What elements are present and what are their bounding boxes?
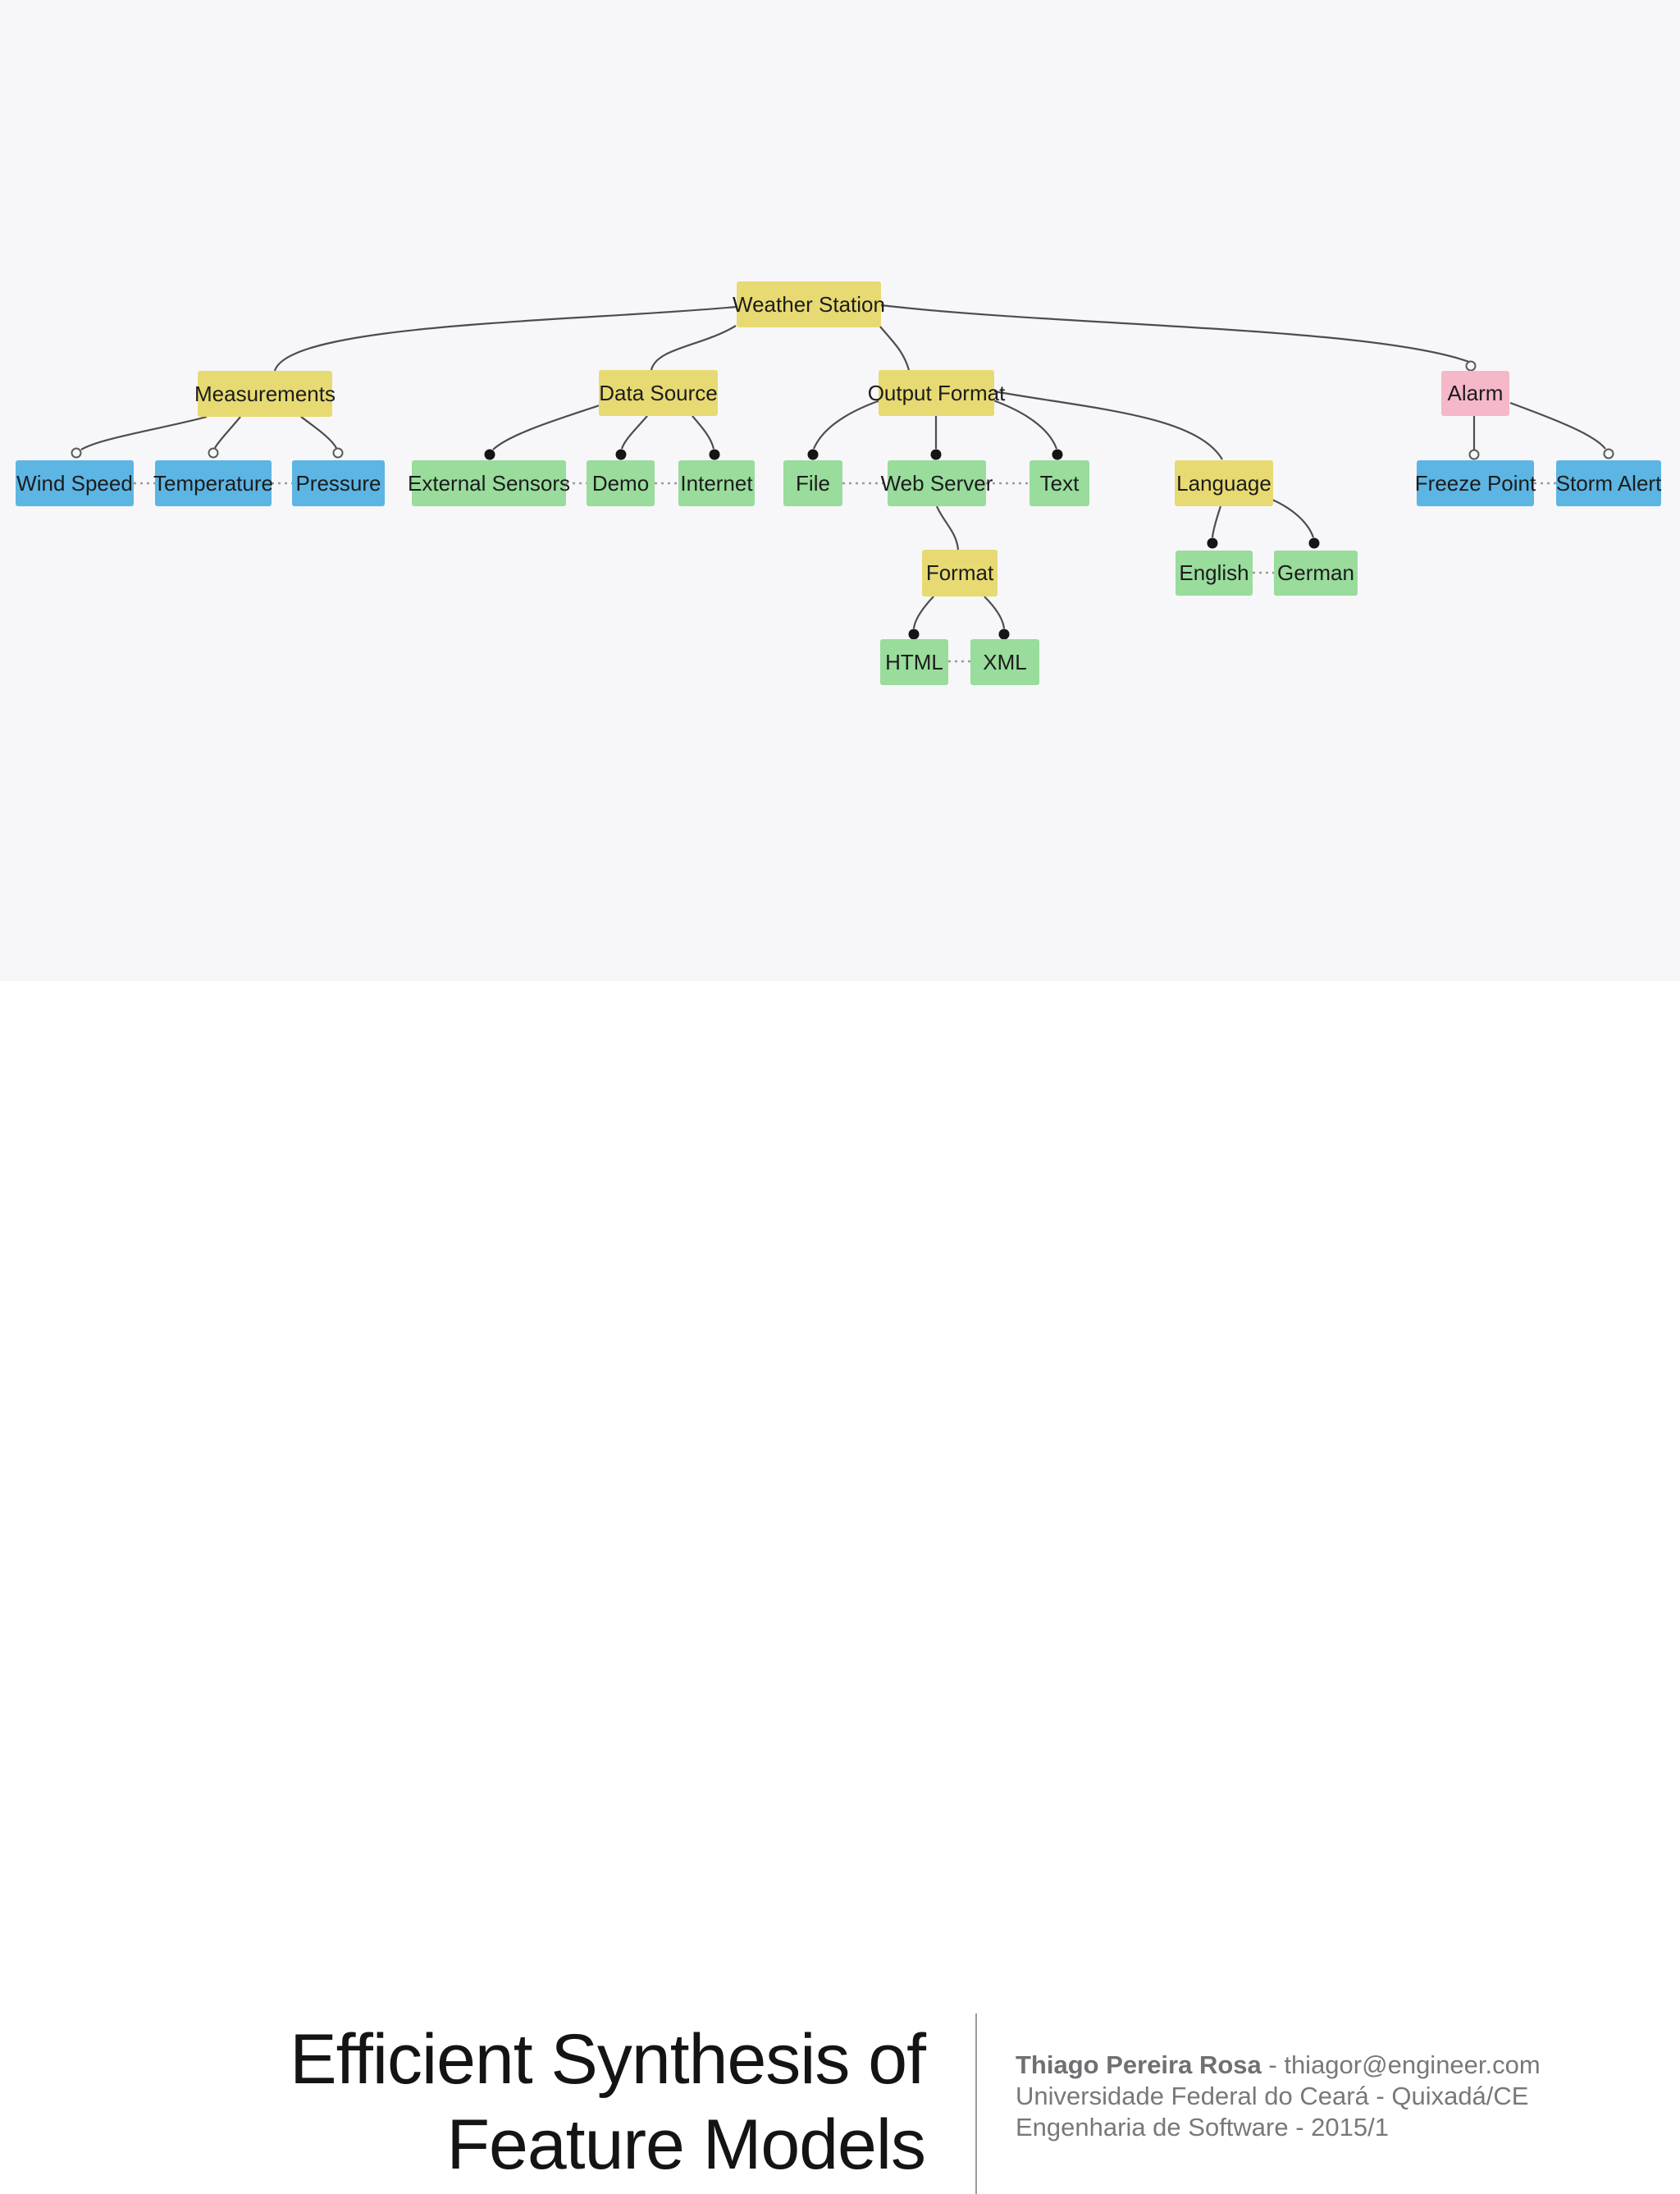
- mandatory-dot-icon: [807, 449, 819, 460]
- edge-root-alarm: [880, 304, 1470, 363]
- edge-web-server-format: [935, 505, 960, 551]
- author-block: Thiago Pereira Rosa - thiagor@engineer.c…: [1016, 2050, 1541, 2143]
- edge-format-html: [912, 596, 934, 629]
- mandatory-dot-icon: [484, 449, 495, 460]
- edge-root-output-format: [879, 325, 911, 371]
- edge-data-source-demo: [620, 415, 648, 450]
- node-alarm: Alarm: [1441, 371, 1509, 416]
- node-file: File: [783, 460, 842, 506]
- optional-circle-icon: [71, 447, 82, 459]
- node-language: Language: [1175, 460, 1273, 506]
- node-measurements: Measurements: [194, 371, 336, 417]
- edge-output-format-file: [812, 399, 881, 450]
- optional-circle-icon: [208, 447, 219, 459]
- edge-data-source-external-sensors: [492, 404, 600, 450]
- edge-measurements-wind-speed: [80, 415, 208, 450]
- edge-format-xml: [984, 596, 1006, 629]
- optional-circle-icon: [1468, 449, 1480, 460]
- node-html: HTML: [880, 639, 948, 685]
- author-line: Thiago Pereira Rosa - thiagor@engineer.c…: [1016, 2050, 1541, 2081]
- edge-root-measurements: [273, 305, 737, 372]
- node-data-source: Data Source: [599, 370, 718, 416]
- node-weather-station: Weather Station: [733, 281, 885, 327]
- node-demo: Demo: [587, 460, 655, 506]
- node-output-format: Output Format: [868, 370, 1005, 416]
- node-internet: Internet: [678, 460, 755, 506]
- node-storm-alert: Storm Alert: [1556, 460, 1661, 506]
- optional-circle-icon: [1465, 360, 1477, 372]
- title-author-divider: [975, 2013, 977, 2194]
- slide-title-line2: Feature Models: [446, 2105, 926, 2184]
- mandatory-markers: [484, 449, 1320, 640]
- node-external-sensors: External Sensors: [408, 460, 570, 506]
- edge-measurements-pressure: [300, 416, 337, 449]
- node-temperature: Temperature: [153, 460, 273, 506]
- author-course: Engenharia de Software - 2015/1: [1016, 2113, 1389, 2141]
- edge-alarm-storm-alert: [1509, 401, 1606, 450]
- edge-output-format-language: [993, 390, 1223, 460]
- edge-root-data-source: [650, 325, 737, 371]
- node-wind-speed: Wind Speed: [16, 460, 134, 506]
- node-web-server: Web Server: [881, 460, 993, 506]
- sibling-dotted-links: [134, 482, 1556, 663]
- feature-model-diagram: Weather Station Measurements Data Source…: [0, 0, 1680, 981]
- mandatory-dot-icon: [615, 449, 627, 460]
- edges: [80, 304, 1606, 629]
- edge-language-german: [1271, 498, 1315, 538]
- node-freeze-point: Freeze Point: [1415, 460, 1536, 506]
- edge-measurements-temperature: [214, 416, 241, 449]
- optional-markers: [71, 360, 1614, 460]
- node-format: Format: [922, 550, 998, 596]
- slide-title-line1: Efficient Synthesis of: [290, 2020, 926, 2099]
- edge-language-english: [1211, 505, 1222, 538]
- slide-title: Efficient Synthesis of Feature Models: [290, 2017, 926, 2187]
- mandatory-dot-icon: [1308, 537, 1320, 549]
- diagram-edges-layer: [71, 304, 1614, 663]
- mandatory-dot-icon: [1052, 449, 1063, 460]
- mandatory-dot-icon: [1207, 537, 1218, 549]
- mandatory-dot-icon: [908, 628, 920, 640]
- node-german: German: [1274, 551, 1358, 596]
- author-name: Thiago Pereira Rosa: [1016, 2050, 1262, 2079]
- optional-circle-icon: [332, 447, 344, 459]
- node-xml: XML: [970, 639, 1039, 685]
- edge-output-format-text: [993, 399, 1058, 450]
- optional-circle-icon: [1603, 448, 1614, 459]
- node-text: Text: [1029, 460, 1089, 506]
- edge-data-source-internet: [692, 415, 715, 450]
- author-email: - thiagor@engineer.com: [1261, 2050, 1541, 2079]
- mandatory-dot-icon: [709, 449, 720, 460]
- node-english: English: [1176, 551, 1253, 596]
- mandatory-dot-icon: [930, 449, 942, 460]
- mandatory-dot-icon: [998, 628, 1010, 640]
- footer: Efficient Synthesis of Feature Models Th…: [0, 981, 1680, 2194]
- node-pressure: Pressure: [292, 460, 385, 506]
- author-affiliation: Universidade Federal do Ceará - Quixadá/…: [1016, 2082, 1529, 2110]
